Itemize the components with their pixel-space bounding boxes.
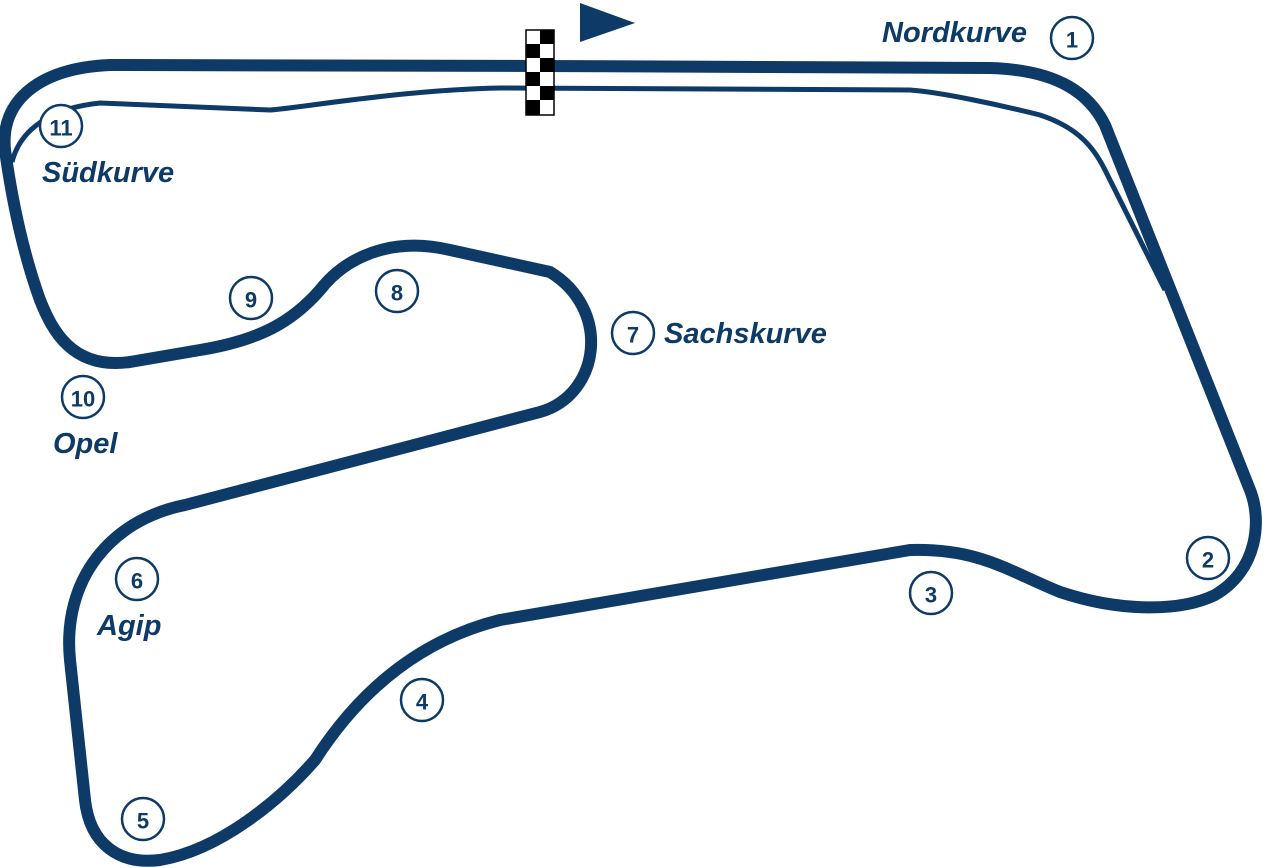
start-finish-flag-icon <box>525 29 555 116</box>
svg-text:3: 3 <box>925 583 937 608</box>
corner-4: 4 <box>399 677 445 723</box>
svg-text:Opel: Opel <box>53 428 118 460</box>
svg-text:10: 10 <box>71 387 95 412</box>
svg-text:8: 8 <box>391 281 403 306</box>
svg-text:Nordkurve: Nordkurve <box>882 17 1027 49</box>
direction-arrow-icon <box>580 3 635 42</box>
corner-3: 3 <box>908 570 954 616</box>
svg-text:Sachskurve: Sachskurve <box>664 318 827 350</box>
svg-text:Agip: Agip <box>96 610 161 642</box>
svg-text:9: 9 <box>245 288 257 313</box>
svg-text:7: 7 <box>627 323 639 348</box>
svg-text:1: 1 <box>1066 28 1078 53</box>
corner-5: 5 <box>120 796 166 842</box>
svg-text:6: 6 <box>131 569 143 594</box>
corner-8: 8 <box>374 268 420 314</box>
svg-text:2: 2 <box>1202 548 1214 573</box>
svg-text:5: 5 <box>137 809 149 834</box>
svg-text:4: 4 <box>416 690 429 715</box>
main-track <box>0 59 1262 867</box>
corner-7: 7 Sachskurve <box>610 310 827 356</box>
svg-text:11: 11 <box>49 116 72 141</box>
corner-2: 2 <box>1185 535 1231 581</box>
corner-9: 9 <box>228 275 274 321</box>
corner-1: 1 Nordkurve <box>882 15 1095 61</box>
svg-text:Südkurve: Südkurve <box>42 157 174 189</box>
inner-track-line <box>9 85 1168 292</box>
